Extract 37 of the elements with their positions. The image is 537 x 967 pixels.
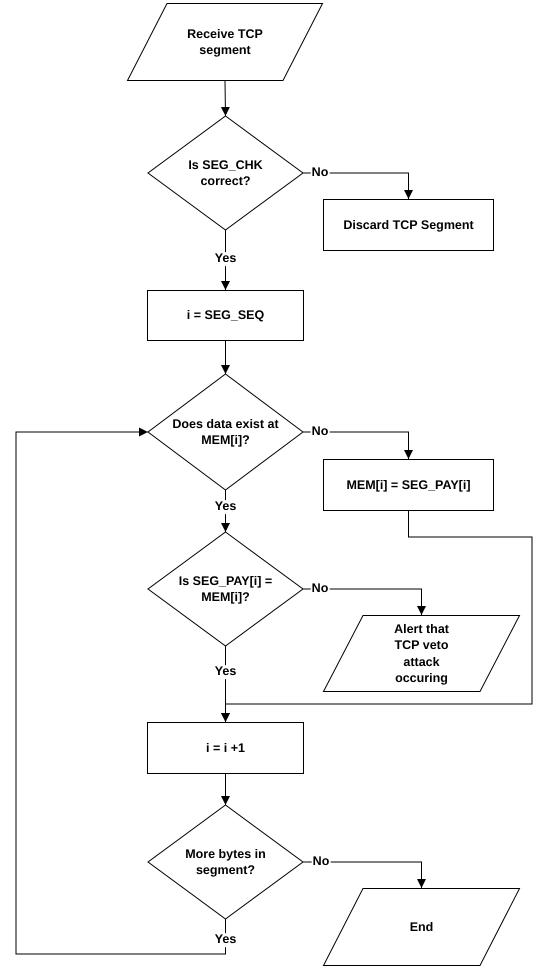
connector-arrow (221, 340, 230, 374)
edge-label: Yes (214, 252, 238, 266)
node-label: Is SEG_PAY[i] = MEM[i]? (178, 572, 274, 606)
connector-arrow (16, 428, 226, 954)
decision-diamond (148, 374, 303, 490)
process-box (147, 722, 304, 774)
connector-arrow (221, 230, 230, 290)
node-label: i = i +1 (206, 740, 245, 756)
decision-diamond (148, 532, 303, 646)
edge-label: Yes (214, 665, 238, 679)
node-label: End (410, 918, 434, 936)
node-label: Does data exist at MEM[i]? (171, 416, 280, 448)
decision-diamond (148, 805, 303, 919)
process-box (323, 199, 494, 251)
connector-arrow (302, 862, 426, 888)
edge-label: Yes (214, 933, 238, 947)
io-parallelogram (127, 3, 323, 81)
node-label: i = SEG_SEQ (186, 307, 264, 324)
connector-arrow (221, 774, 230, 806)
decision-diamond (148, 116, 303, 230)
edge-label: Yes (214, 500, 238, 514)
node-label: MEM[i] = SEG_PAY[i] (346, 476, 470, 494)
io-parallelogram (323, 888, 520, 966)
connector-arrow (220, 80, 230, 116)
connector-arrow (221, 490, 230, 532)
io-parallelogram (323, 615, 520, 692)
node-label: More bytes in segment? (184, 846, 267, 878)
connector-arrow (302, 588, 426, 616)
node-label: Receive TCP segment (186, 26, 264, 58)
process-box (323, 459, 494, 511)
connector-arrow (302, 172, 413, 200)
connector-arrow (302, 432, 413, 460)
node-label: Discard TCP Segment (343, 216, 474, 234)
process-box (147, 290, 304, 341)
node-label: Alert that TCP veto attack occuring (393, 621, 450, 686)
connector-arrow (221, 510, 532, 722)
node-label: Is SEG_CHK correct? (187, 156, 264, 190)
